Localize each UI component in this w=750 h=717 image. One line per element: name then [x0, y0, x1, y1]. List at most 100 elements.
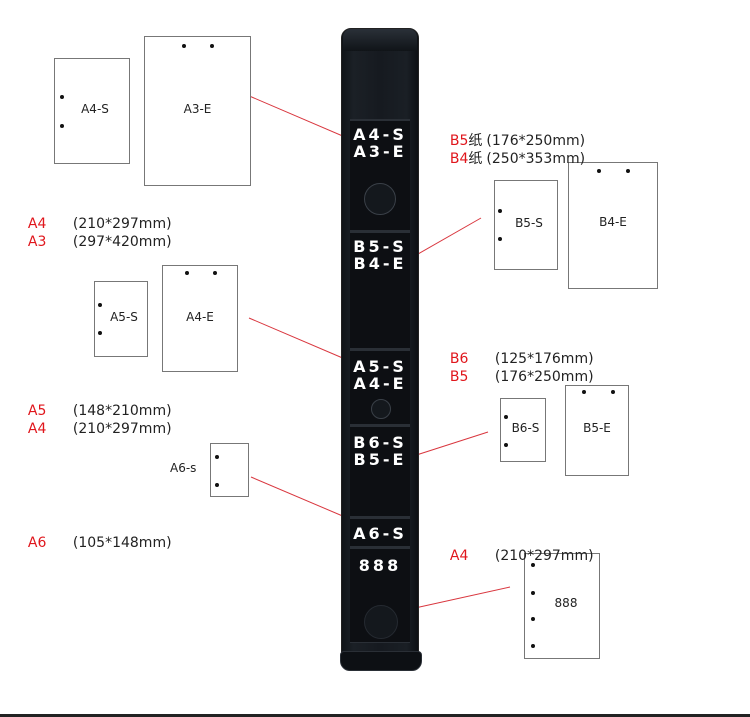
punch-hole: [215, 455, 219, 459]
punch-hole: [597, 169, 601, 173]
punch-hole: [531, 591, 535, 595]
size-code: A4: [27, 216, 47, 232]
punch-hole: [582, 390, 586, 394]
sheet-label-a6: A6-s: [170, 461, 197, 475]
size-code: B4: [449, 151, 469, 167]
slot-label: A3-E: [353, 142, 407, 161]
punch-hole: [98, 331, 102, 335]
sheet-label: B6-S: [511, 421, 540, 435]
size-dims: (250*353mm): [486, 151, 586, 167]
punch-hole: [182, 44, 186, 48]
size-dims: (210*297mm): [72, 421, 172, 437]
ruler-slot-b6b5: B6-S B5-E: [350, 425, 410, 517]
size-code: B5: [449, 369, 469, 385]
slot-label: B6-S: [353, 433, 407, 452]
punch-hole: [185, 271, 189, 275]
size-dims: (148*210mm): [72, 403, 172, 419]
connector-a6: [250, 476, 353, 521]
sheet-label: A4-S: [81, 102, 109, 116]
sheet-label: A4-E: [186, 310, 214, 324]
size-line-a4: A4 (210*297mm): [19, 199, 172, 233]
size-suffix: 纸: [468, 133, 483, 149]
sheet-b5-s: B5-S: [494, 180, 558, 270]
sheet-label: A3-E: [183, 102, 212, 116]
size-dims: (176*250mm): [494, 369, 594, 385]
punch-hole: [626, 169, 630, 173]
size-line-b6: B6 (125*176mm): [441, 334, 594, 368]
size-code: B5: [449, 133, 469, 149]
sheet-a4-s: A4-S: [54, 58, 130, 164]
punch-hole: [215, 483, 219, 487]
size-line-b5: B5 (176*250mm): [441, 352, 594, 386]
sheet-a6-s: [210, 443, 249, 497]
size-line-a3: A3 (297*420mm): [19, 217, 172, 251]
ruler-slot-b5b4: B5-S B4-E: [350, 231, 410, 349]
ruler-cap: [343, 29, 417, 51]
sheet-a4-e: A4-E: [162, 265, 238, 372]
slot-label: A4-E: [353, 374, 407, 393]
size-code: B6: [449, 351, 469, 367]
sheet-b6-s: B6-S: [500, 398, 546, 462]
size-line-a5: A5 (148*210mm): [19, 386, 172, 420]
punch-hole: [60, 124, 64, 128]
size-line-888: A4 (210*297mm): [441, 531, 594, 565]
size-suffix: 纸: [468, 151, 483, 167]
sheet-label: 888: [554, 596, 578, 610]
size-line-a6: A6 (105*148mm): [19, 518, 172, 552]
connector-a5a4: [248, 317, 353, 363]
sheet-label: B5-E: [583, 421, 611, 435]
slot-label: B4-E: [353, 254, 407, 273]
size-code: A5: [27, 403, 47, 419]
size-line-b4: B4纸(250*353mm): [441, 134, 585, 168]
sheet-b5-e: B5-E: [565, 385, 629, 476]
punch-hole: [498, 209, 502, 213]
size-line-b5: B5纸(176*250mm): [441, 116, 585, 150]
punch-hole: [60, 95, 64, 99]
size-dims: (210*297mm): [494, 548, 594, 564]
slot-label: A6-S: [353, 524, 407, 543]
punch-hole: [98, 303, 102, 307]
slot-label: B5-S: [353, 237, 407, 256]
punch-hole: [504, 415, 508, 419]
punch-hole: [531, 563, 535, 567]
punch-hole: [531, 644, 535, 648]
size-dims: (176*250mm): [486, 133, 586, 149]
bottom-divider: [0, 714, 750, 717]
size-code: A4: [27, 421, 47, 437]
connector-888: [405, 586, 511, 611]
ruler-foot: [340, 651, 422, 671]
punch-hole: [498, 237, 502, 241]
slot-label: 888: [358, 556, 402, 575]
ruler-knob: [371, 399, 391, 419]
size-dims: (125*176mm): [494, 351, 594, 367]
ruler-knob: [364, 183, 396, 215]
slot-label: A5-S: [353, 357, 407, 376]
sheet-label: B5-S: [515, 216, 543, 230]
sheet-a3-e: A3-E: [144, 36, 251, 186]
size-dims: (297*420mm): [72, 234, 172, 250]
punch-hole: [531, 617, 535, 621]
punch-hole: [213, 271, 217, 275]
size-dims: (210*297mm): [72, 216, 172, 232]
connector-a4a3: [232, 88, 353, 141]
size-code: A4: [449, 548, 469, 564]
ruler-slot-888: 888: [350, 547, 410, 643]
sheet-label: B4-E: [599, 215, 627, 229]
slot-label: A4-S: [353, 125, 407, 144]
slot-label: B5-E: [353, 450, 407, 469]
size-code: A6: [27, 535, 47, 551]
ruler-knob: [364, 605, 398, 639]
size-code: A3: [27, 234, 47, 250]
punch-hole: [611, 390, 615, 394]
index-ruler: A4-S A3-E B5-S B4-E A5-S A4-E B6-S B5-E …: [340, 28, 422, 671]
ruler-slot-a5a4: A5-S A4-E: [350, 349, 410, 425]
ruler-slot-a4a3: A4-S A3-E: [350, 119, 410, 231]
sheet-label: A5-S: [110, 310, 138, 324]
sheet-b4-e: B4-E: [568, 162, 658, 289]
punch-hole: [504, 443, 508, 447]
size-dims: (105*148mm): [72, 535, 172, 551]
sheet-888: 888: [524, 553, 600, 659]
punch-hole: [210, 44, 214, 48]
size-line-a4: A4 (210*297mm): [19, 404, 172, 438]
